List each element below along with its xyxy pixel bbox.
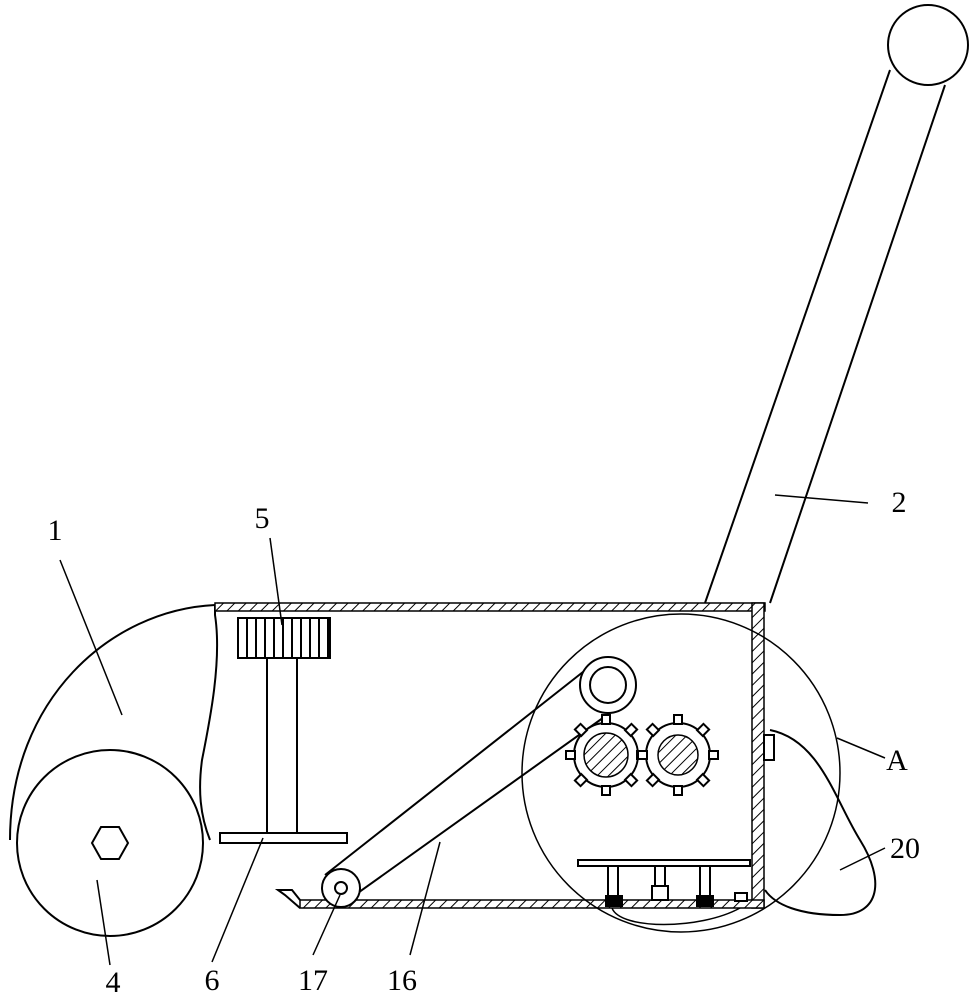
label-20: 20 [890, 832, 920, 865]
label-17: 17 [298, 964, 328, 997]
guard-housing [9, 604, 219, 841]
belt [321, 656, 637, 908]
lobe-20 [764, 729, 877, 917]
wheel [16, 749, 204, 937]
gears [565, 714, 719, 796]
label-1: 1 [48, 514, 63, 547]
label-4: 4 [106, 966, 121, 999]
handle-knob [887, 4, 969, 86]
handle [704, 4, 969, 604]
spring-assembly [577, 859, 751, 926]
part-labels: 1 2 4 5 6 16 17 20 A [48, 486, 921, 999]
box-body [214, 602, 775, 909]
wheel-hub-nut [90, 826, 130, 860]
label-6: 6 [205, 964, 220, 997]
label-A: A [886, 744, 908, 777]
label-16: 16 [387, 964, 417, 997]
label-2: 2 [892, 486, 907, 519]
leader-lines [59, 494, 886, 966]
adjust-knob [237, 617, 331, 834]
base-plate [219, 832, 348, 844]
detail-circle-A [521, 613, 841, 933]
label-5: 5 [255, 502, 270, 535]
